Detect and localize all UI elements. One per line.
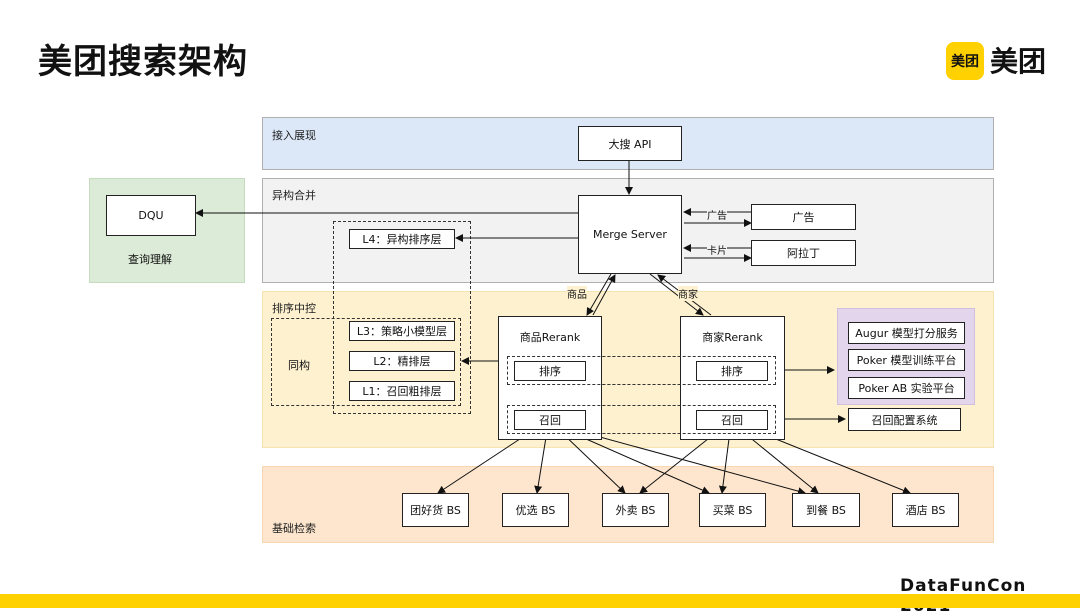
recall-config-node: 召回配置系统 [848, 408, 961, 431]
sort-lane-overlay [507, 356, 776, 385]
dqu-label: 查询理解 [128, 253, 172, 266]
merchant-recall-node: 召回 [696, 410, 768, 430]
goods-rerank-label: 商品Rerank [519, 331, 581, 344]
bs-node-jiudian: 酒店 BS [892, 493, 959, 527]
band-label-base: 基础检索 [272, 522, 316, 535]
bs-node-tuanhaohuo: 团好货 BS [402, 493, 469, 527]
ads-node: 广告 [751, 204, 856, 230]
alading-node: 阿拉丁 [751, 240, 856, 266]
band-label-access: 接入展现 [272, 129, 316, 142]
edge-label-card: 卡片 [707, 242, 727, 257]
layer-l4: L4：异构排序层 [349, 229, 455, 249]
edge-label-goods: 商品 [567, 286, 587, 301]
service-augur: Augur 模型打分服务 [848, 322, 965, 344]
edge-label-ads: 广告 [707, 207, 727, 222]
isomorphic-label: 同构 [288, 359, 310, 372]
footer-bar [0, 594, 1080, 608]
bs-node-daocan: 到餐 BS [792, 493, 860, 527]
merchant-rerank-label: 商家Rerank [702, 331, 763, 344]
meituan-logo-text: 美团 [990, 45, 1047, 78]
service-poker-ab: Poker AB 实验平台 [848, 377, 965, 399]
layer-group-outer [333, 221, 471, 414]
meituan-logo-mark: 美团 [946, 42, 984, 80]
dqu-box: DQU [106, 195, 196, 236]
service-poker-train: Poker 模型训练平台 [848, 349, 965, 371]
layer-l3: L3：策略小模型层 [349, 321, 455, 341]
bs-node-maicai: 买菜 BS [699, 493, 766, 527]
merchant-sort-node: 排序 [696, 361, 768, 381]
goods-recall-node: 召回 [514, 410, 586, 430]
layer-l2: L2：精排层 [349, 351, 455, 371]
goods-sort-node: 排序 [514, 361, 586, 381]
isomorphic-group [271, 318, 461, 406]
bs-node-waimai: 外卖 BS [602, 493, 669, 527]
page-title: 美团搜索架构 [38, 42, 248, 82]
band-label-merge: 异构合并 [272, 189, 316, 202]
edge-label-merchant: 商家 [678, 286, 698, 301]
recall-lane-overlay [507, 405, 776, 434]
band-label-rank: 排序中控 [272, 302, 316, 315]
bs-node-youxuan: 优选 BS [502, 493, 569, 527]
layer-l1: L1：召回粗排层 [349, 381, 455, 401]
merge-server-node: Merge Server [578, 195, 682, 274]
dasou-api-node: 大搜 API [578, 126, 682, 161]
